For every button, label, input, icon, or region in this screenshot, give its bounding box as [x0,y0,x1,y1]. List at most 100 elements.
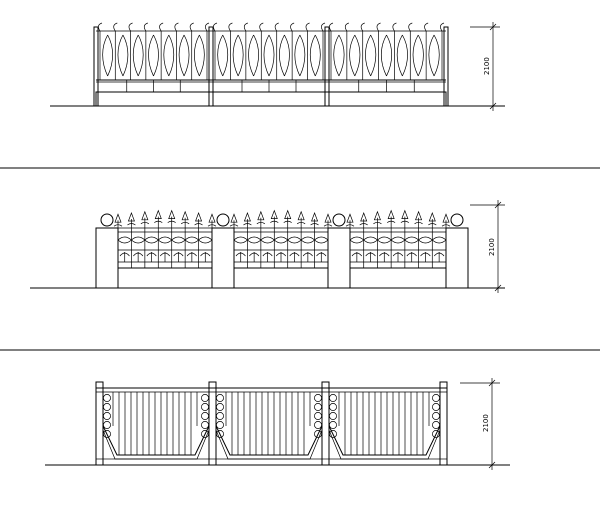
fence-ornament [198,236,213,244]
spear-tip [181,210,189,221]
fence-ornament [184,236,200,244]
fence-scroll [380,34,387,77]
fence-scroll [148,34,154,77]
fence-scroll [140,221,150,225]
spear-tip [154,209,162,219]
ring-ornament [103,430,111,438]
ring-ornament [103,403,111,411]
fence-scroll [359,223,368,226]
fence-scroll [268,34,275,77]
fence-curl [360,22,365,32]
ring-ornament [103,412,111,420]
fence-scroll [263,34,270,77]
fence-ornament [233,236,248,244]
fence-scroll [163,34,170,77]
fence-scroll [180,221,190,225]
fence-scroll [333,34,340,77]
spear-tip [127,212,135,222]
fence-curl [274,22,279,32]
ring-ornament [432,430,440,438]
height-dimension: 2100 [460,378,500,470]
spear-tip [324,213,332,223]
fence-elevation-3: 2100 [45,378,510,470]
ring-ornament [329,421,337,429]
ring-ornament [314,421,322,429]
spear-tip [230,213,238,223]
fence-scroll [434,252,445,257]
fence-scroll [194,34,200,77]
fence-scroll [400,220,410,223]
ring-ornament [216,430,224,438]
spear-tip [428,212,436,222]
fence-curl [189,22,194,32]
fence-scroll [299,34,306,77]
fence-ornament [404,236,420,244]
fence-curl [424,22,429,32]
fence-curl [290,22,295,32]
fence-curl [174,22,179,32]
fence-scroll [243,223,252,226]
fence-scroll [386,220,396,223]
ring-ornament [432,412,440,420]
stone-pillar [211,227,235,289]
fence-post [95,381,104,466]
spear-tip [387,209,395,219]
fence-scroll [396,34,403,77]
fence-scroll [302,252,313,257]
fence-scroll [183,34,190,77]
fence-body [95,381,448,466]
fence-ornament [432,236,447,244]
fence-scroll [365,34,371,77]
fence-scroll [345,224,355,227]
spear-tip [442,213,450,223]
fence-curl [143,22,148,32]
fence-post [321,381,330,466]
fence-scroll [338,34,345,77]
ring-ornament [201,421,209,429]
fence-scroll [199,34,205,77]
fence-bottom-rail [215,425,323,456]
fence-post [439,381,448,466]
fence-ornament [158,236,173,244]
fence-curl [243,22,248,32]
fence-post [208,381,217,466]
spear-tip [114,213,122,223]
fence-plinth [349,267,447,289]
ring-ornament [103,394,111,402]
spear-tip [243,212,251,222]
spear-tip [195,212,203,222]
fence-scroll [406,252,417,257]
fence-scroll [232,34,239,77]
fence-curl [321,22,326,32]
fence-scroll [207,224,217,227]
fence-curl [376,22,381,32]
fence-post [208,26,214,107]
fence-curl [408,22,413,32]
fence-ornament [418,236,433,244]
fence-scroll [309,34,316,77]
ring-ornament [314,394,322,402]
fence-scroll [229,224,239,227]
fence-scroll [294,34,301,77]
spear-tip [373,210,381,221]
spear-tip [415,210,423,221]
spear-tip [168,209,176,219]
fence-scroll [392,252,404,257]
ring-ornament [216,421,224,429]
spear-tip [141,210,149,221]
fence-scroll [289,252,300,257]
fence-scroll [428,34,435,77]
spear-tip [346,213,354,223]
fence-curl [98,22,103,32]
fence-ornament [260,236,275,244]
fence-scroll [194,223,203,226]
ring-ornament [432,403,440,411]
fence-scroll [386,34,393,77]
fence-scroll [284,34,290,77]
ring-ornament [314,412,322,420]
ring-ornament [216,403,224,411]
fence-scroll [354,34,361,77]
fence-curl [344,22,349,32]
stone-pillar [327,227,351,289]
fence-plinth [233,267,329,289]
